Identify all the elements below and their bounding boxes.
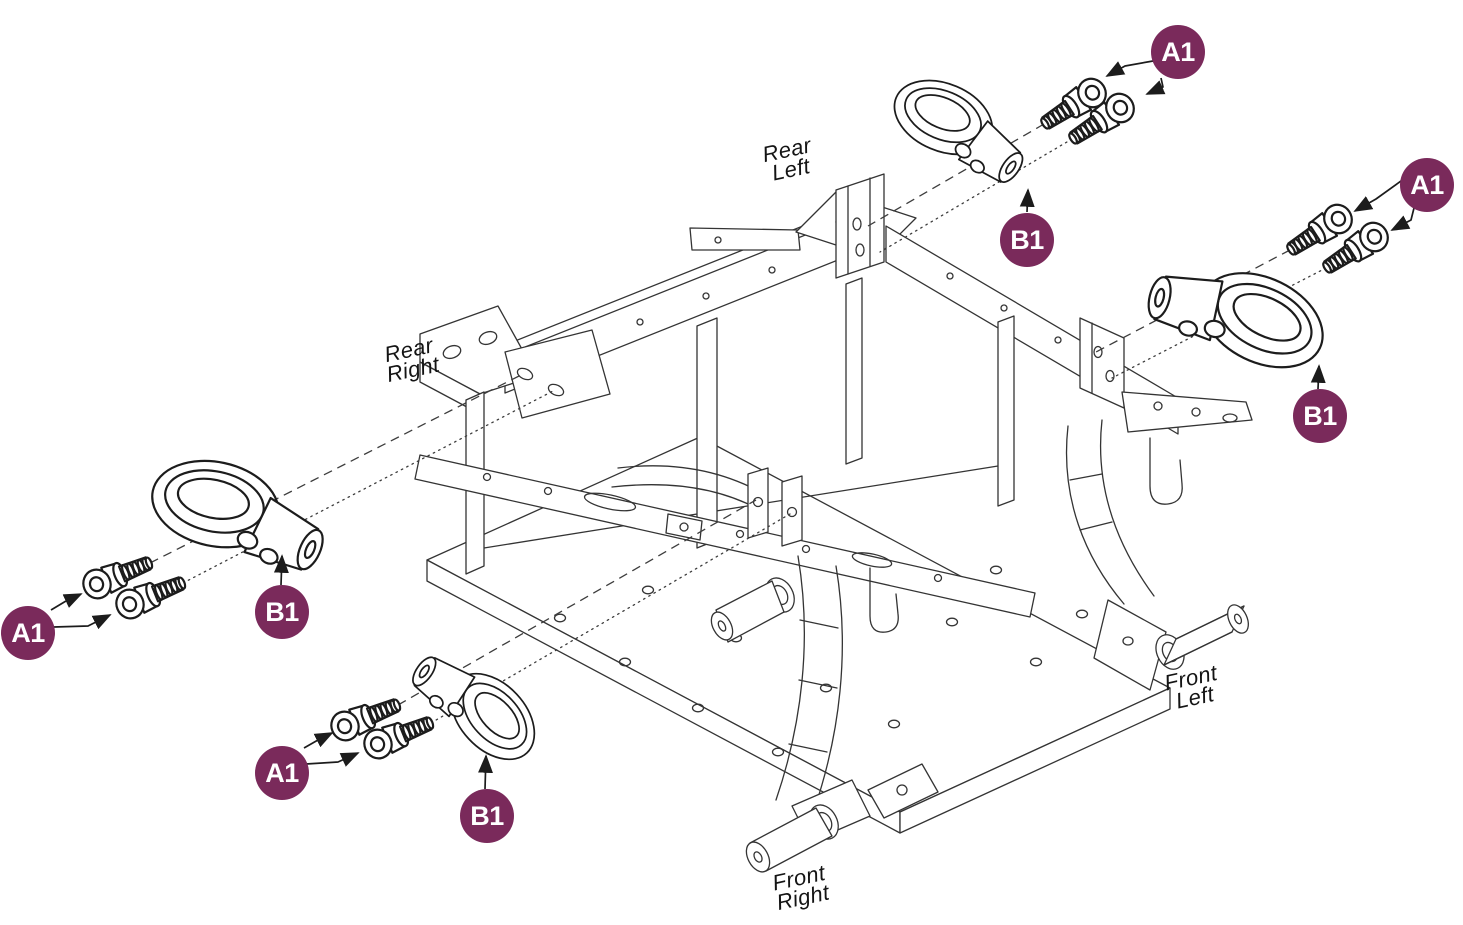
callout-badge-b1-rear-left: B1: [1000, 213, 1054, 267]
callout-badge-b1-front-right: B1: [460, 789, 514, 843]
tie-down-bracket-rear-right: [127, 424, 344, 602]
base-plate: [426, 436, 1171, 834]
chassis-frame: [414, 173, 1253, 873]
callout-badge-a1-rear-right: A1: [1, 606, 55, 660]
screws-rear-left: [1033, 72, 1141, 154]
rear-right-corner-mount: [419, 305, 611, 419]
screws-rear-right: [77, 547, 191, 624]
center-cross-rail: [414, 454, 1036, 618]
tie-down-bracket-front-right: [394, 629, 564, 785]
front-left-mount: [1079, 317, 1253, 505]
tie-down-bracket-rear-left: [870, 48, 1045, 207]
callout-badge-a1-rear-left: A1: [1151, 25, 1205, 79]
front-right-mount: [747, 467, 899, 633]
caster-arm-front-right: [710, 555, 939, 873]
callout-badge-b1-front-left: B1: [1293, 389, 1347, 443]
callout-arrows: [50, 60, 1415, 790]
tie-down-bracket-front-left: [1136, 238, 1346, 392]
callout-badge-b1-rear-right: B1: [255, 585, 309, 639]
frame-label-front-left: Front Left: [1162, 660, 1224, 714]
frame-label-rear-right: Rear Right: [381, 332, 442, 387]
caster-arm-front-left: [1065, 419, 1249, 691]
callout-badge-a1-front-right: A1: [255, 746, 309, 800]
screws-front-right: [325, 689, 439, 764]
callout-badge-a1-front-left: A1: [1400, 158, 1454, 212]
frame-label-front-right: Front Right: [770, 860, 832, 915]
screws-front-left: [1279, 198, 1395, 283]
frame-label-rear-left: Rear Left: [760, 132, 818, 185]
